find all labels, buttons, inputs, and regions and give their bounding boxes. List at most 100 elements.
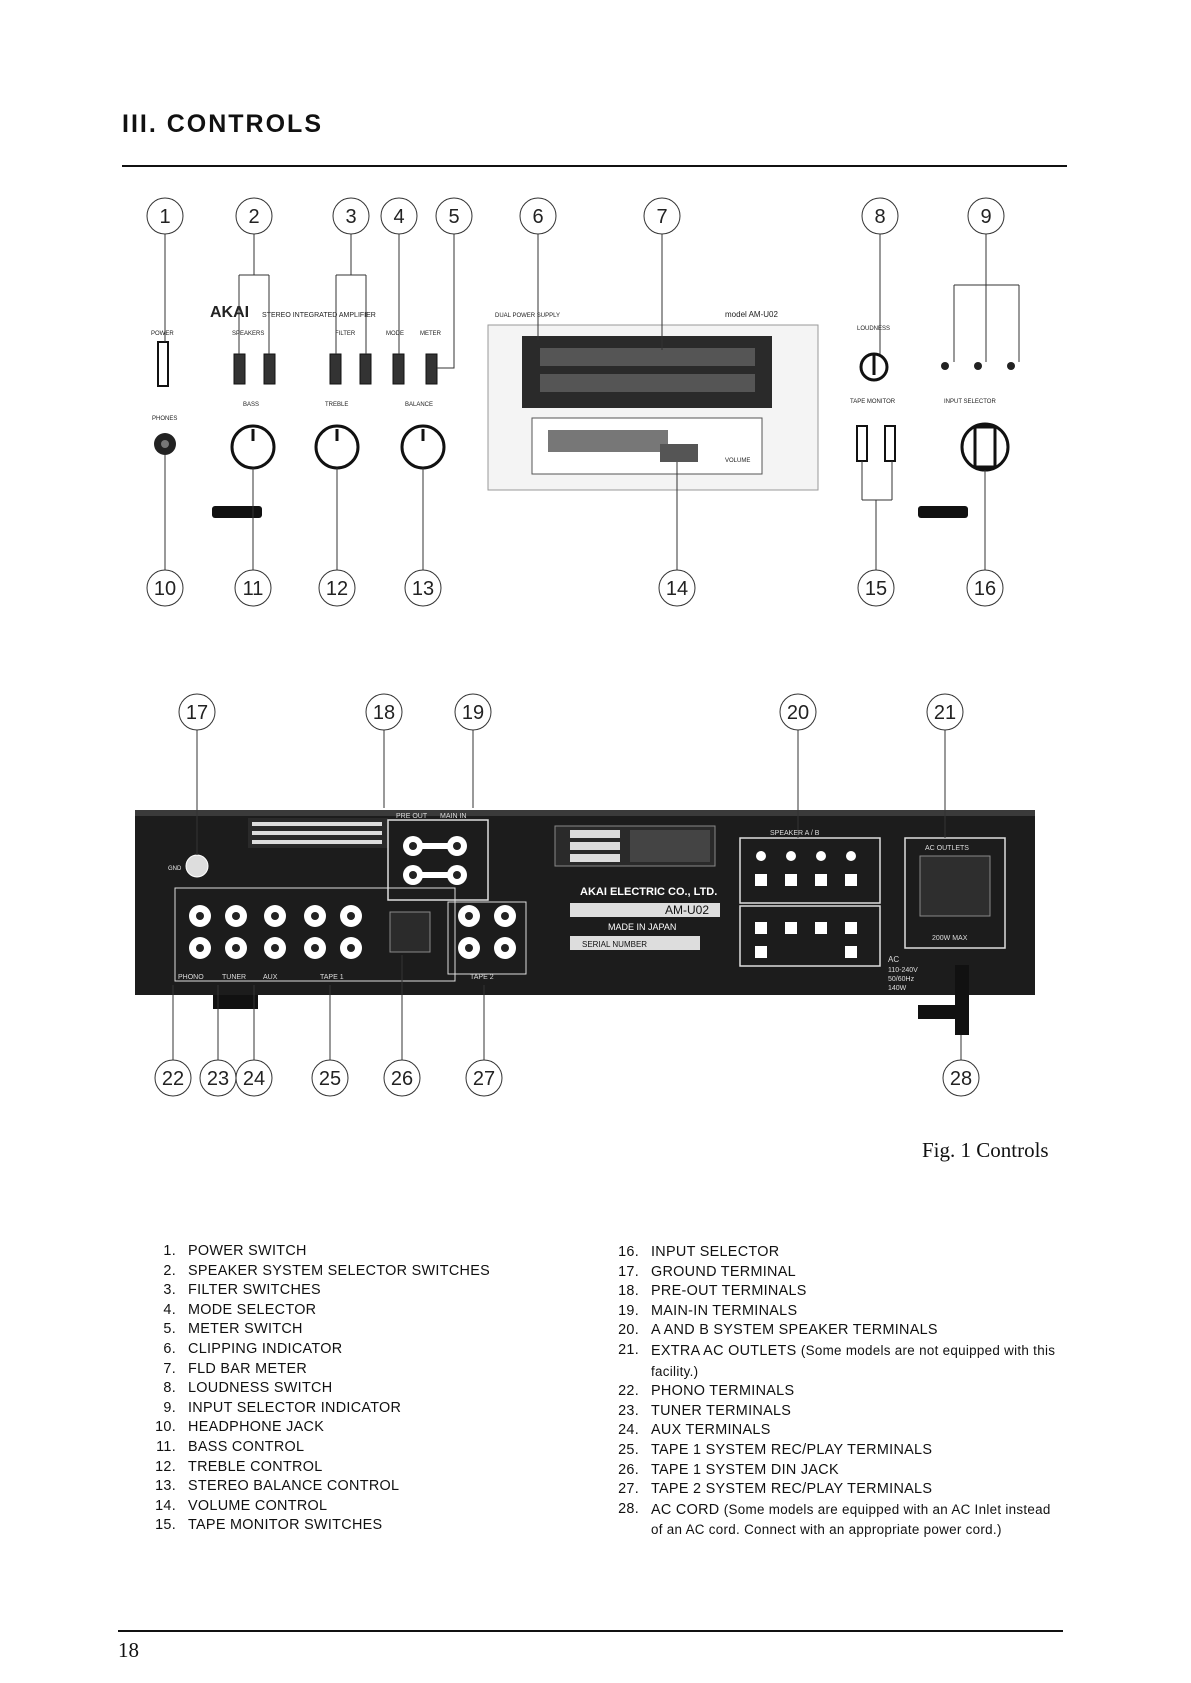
bass-label: BASS <box>243 402 259 408</box>
item-number: 23. <box>618 1402 639 1419</box>
list-item: 4.MODE SELECTOR <box>150 1301 570 1321</box>
tape2-rec-play-terminals[interactable] <box>458 905 516 959</box>
loudness-label: LOUDNESS <box>857 326 890 332</box>
list-item: 22.PHONO TERMINALS <box>612 1382 1062 1402</box>
speaker-switch-a[interactable] <box>233 353 246 385</box>
callout-18: 18 <box>365 693 403 731</box>
svg-text:1: 1 <box>159 206 170 228</box>
rear-model: AM-U02 <box>665 903 709 917</box>
balance-knob[interactable] <box>400 424 446 470</box>
treble-label: TREBLE <box>325 402 348 408</box>
tuner-label: TUNER <box>222 974 246 981</box>
bottom-rule <box>118 1630 1063 1632</box>
list-item: 5.METER SWITCH <box>150 1320 570 1340</box>
item-number: 7. <box>163 1360 176 1377</box>
item-text: PRE-OUT TERMINALS <box>651 1283 807 1300</box>
ac-rating-3: 50/60Hz <box>888 976 915 983</box>
list-item: 27.TAPE 2 SYSTEM REC/PLAY TERMINALS <box>612 1480 1062 1500</box>
main-in-terminals[interactable] <box>447 836 467 885</box>
item-text: SPEAKER SYSTEM SELECTOR SWITCHES <box>188 1262 491 1279</box>
input-selector-knob[interactable] <box>960 422 1010 472</box>
controls-figure: AKAI STEREO INTEGRATED AMPLIFIER POWER S… <box>135 197 1035 1097</box>
top-rule <box>122 165 1067 167</box>
power-switch[interactable] <box>157 341 169 387</box>
callout-22: 22 <box>154 1059 192 1097</box>
callout-9: 9 <box>967 197 1005 235</box>
rear-foot-right <box>918 1005 963 1019</box>
speaker-terminals-a[interactable] <box>755 851 857 886</box>
main-in-label: MAIN IN <box>440 813 466 820</box>
item-text: POWER SWITCH <box>188 1243 307 1259</box>
list-item: 24. AUX TERMINALS <box>612 1421 1062 1441</box>
tape-monitor-switch-1[interactable] <box>856 425 868 462</box>
ac-outlets-label: AC OUTLETS <box>925 845 969 852</box>
front-brand: AKAI <box>210 304 249 321</box>
item-text: TAPE MONITOR SWITCHES <box>188 1517 383 1534</box>
item-text: TAPE 1 SYSTEM DIN JACK <box>651 1461 839 1478</box>
svg-text:23: 23 <box>207 1068 229 1090</box>
list-item: 11.BASS CONTROL <box>150 1438 570 1458</box>
tape1-rec-play-terminals[interactable] <box>304 905 362 959</box>
item-text: AUX TERMINALS <box>651 1422 771 1439</box>
item-number: 20. <box>618 1322 639 1339</box>
callout-26: 26 <box>383 1059 421 1097</box>
ground-terminal[interactable] <box>185 854 209 878</box>
tape-monitor-switch-2[interactable] <box>884 425 896 462</box>
item-text: INPUT SELECTOR INDICATOR <box>188 1399 402 1416</box>
list-item: 20.A AND B SYSTEM SPEAKER TERMINALS <box>612 1321 1062 1341</box>
ac-rating-1: AC <box>888 955 899 964</box>
item-number: 12. <box>155 1458 176 1475</box>
tape-monitor-label: TAPE MONITOR <box>850 399 896 405</box>
svg-text:12: 12 <box>326 578 348 600</box>
loudness-switch[interactable] <box>859 352 889 382</box>
tape1-din-jack[interactable] <box>389 911 431 953</box>
meter-switch[interactable] <box>425 353 438 385</box>
svg-text:21: 21 <box>934 702 956 724</box>
mode-selector[interactable] <box>392 353 405 385</box>
svg-text:18: 18 <box>373 702 395 724</box>
item-text: CLIPPING INDICATOR <box>188 1340 343 1357</box>
aux-label: AUX <box>263 974 278 981</box>
svg-text:2: 2 <box>248 206 259 228</box>
pre-out-terminals[interactable] <box>403 836 423 885</box>
tuner-terminals[interactable] <box>225 905 247 959</box>
item-note: (Some models are equipped with an AC Inl… <box>651 1501 1051 1538</box>
svg-text:3: 3 <box>345 206 356 228</box>
svg-text:8: 8 <box>874 206 885 228</box>
front-model: model AM-U02 <box>725 310 778 319</box>
aux-terminals[interactable] <box>264 905 286 959</box>
list-item: 14.VOLUME CONTROL <box>150 1497 570 1517</box>
bass-knob[interactable] <box>230 424 276 470</box>
ac-outlets[interactable] <box>904 837 1006 949</box>
volume-slider-knob[interactable] <box>660 444 698 462</box>
list-item: 16.INPUT SELECTOR <box>612 1243 1062 1263</box>
filter-switch-subsonic[interactable] <box>329 353 342 385</box>
item-text: STEREO BALANCE CONTROL <box>188 1478 400 1495</box>
speaker-switch-b[interactable] <box>263 353 276 385</box>
callout-11: 11 <box>234 569 272 607</box>
svg-text:27: 27 <box>473 1068 495 1090</box>
item-number: 24. <box>618 1422 639 1439</box>
list-item: 19.MAIN-IN TERMINALS <box>612 1302 1062 1322</box>
item-number: 22. <box>618 1383 639 1400</box>
ac-rating-2: 110-240V <box>888 967 918 974</box>
ac-cord[interactable] <box>955 965 969 1035</box>
filter-switch-high[interactable] <box>359 353 372 385</box>
speaker-terminals-b[interactable] <box>755 922 857 958</box>
item-number: 26. <box>618 1461 639 1478</box>
callout-15: 15 <box>857 569 895 607</box>
treble-knob[interactable] <box>314 424 360 470</box>
item-text: TUNER TERMINALS <box>651 1402 792 1419</box>
callout-6: 6 <box>519 197 557 235</box>
svg-text:15: 15 <box>865 578 887 600</box>
svg-text:22: 22 <box>162 1068 184 1090</box>
phono-terminals[interactable] <box>189 905 211 959</box>
rear-panel: GND PRE OUT MAIN IN <box>135 810 1035 1035</box>
item-text: TREBLE CONTROL <box>188 1458 323 1475</box>
rear-callouts: 17 18 19 20 21 22 23 24 25 26 27 28 <box>154 693 980 1097</box>
callout-4: 4 <box>380 197 418 235</box>
item-text: METER SWITCH <box>188 1321 303 1338</box>
item-text: MAIN-IN TERMINALS <box>651 1302 798 1319</box>
item-number: 4. <box>163 1301 176 1318</box>
volume-label: VOLUME <box>725 458 750 464</box>
